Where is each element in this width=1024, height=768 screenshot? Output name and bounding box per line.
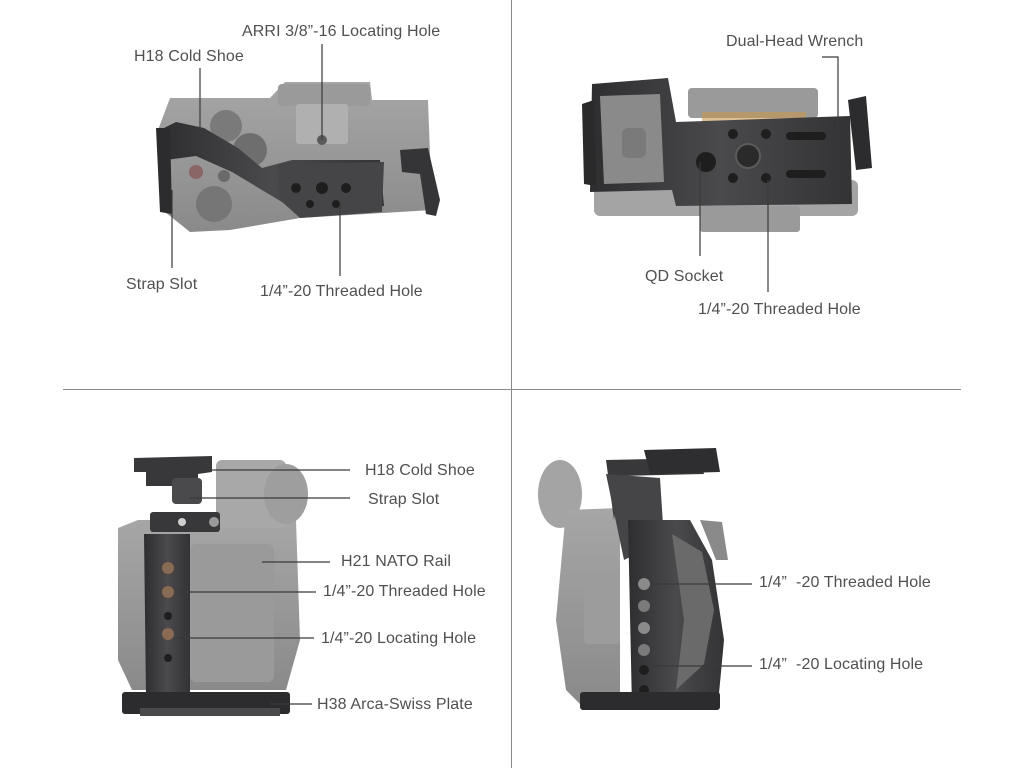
bottom-left-leader-lines xyxy=(176,469,350,705)
right-side-view-camera-cage xyxy=(538,448,728,710)
label-threaded-hole-bottom-right: 1/4” -20 Threaded Hole xyxy=(759,574,931,591)
label-threaded-hole-bottom-left: 1/4”-20 Threaded Hole xyxy=(323,583,486,600)
label-locating-hole-bottom-left: 1/4”-20 Locating Hole xyxy=(321,630,477,647)
horizontal-divider xyxy=(63,389,961,390)
label-nato-rail: H21 NATO Rail xyxy=(341,553,452,570)
bottom-view-camera-cage xyxy=(582,78,872,232)
left-side-view-camera-cage xyxy=(118,456,308,716)
top-left-leader-lines xyxy=(171,44,341,276)
label-threaded-hole-top-right: 1/4”-20 Threaded Hole xyxy=(698,301,861,318)
label-locating-hole-bottom-right: 1/4” -20 Locating Hole xyxy=(759,656,924,673)
label-qd-socket: QD Socket xyxy=(645,268,724,285)
top-view-camera-cage xyxy=(156,82,440,232)
label-strap-slot-side: Strap Slot xyxy=(368,491,440,508)
bottom-right-leader-lines xyxy=(652,583,752,667)
vertical-divider xyxy=(511,0,512,768)
label-strap-slot-top: Strap Slot xyxy=(126,276,198,293)
label-arri-locating-hole: ARRI 3/8”-16 Locating Hole xyxy=(242,23,441,40)
label-cold-shoe-side: H18 Cold Shoe xyxy=(365,462,475,479)
label-threaded-hole-top-left: 1/4”-20 Threaded Hole xyxy=(260,283,423,300)
label-arca-swiss-plate: H38 Arca-Swiss Plate xyxy=(317,696,473,713)
top-right-leader-lines xyxy=(699,56,839,292)
label-cold-shoe-top: H18 Cold Shoe xyxy=(134,48,244,65)
label-dual-head-wrench: Dual-Head Wrench xyxy=(726,33,864,50)
